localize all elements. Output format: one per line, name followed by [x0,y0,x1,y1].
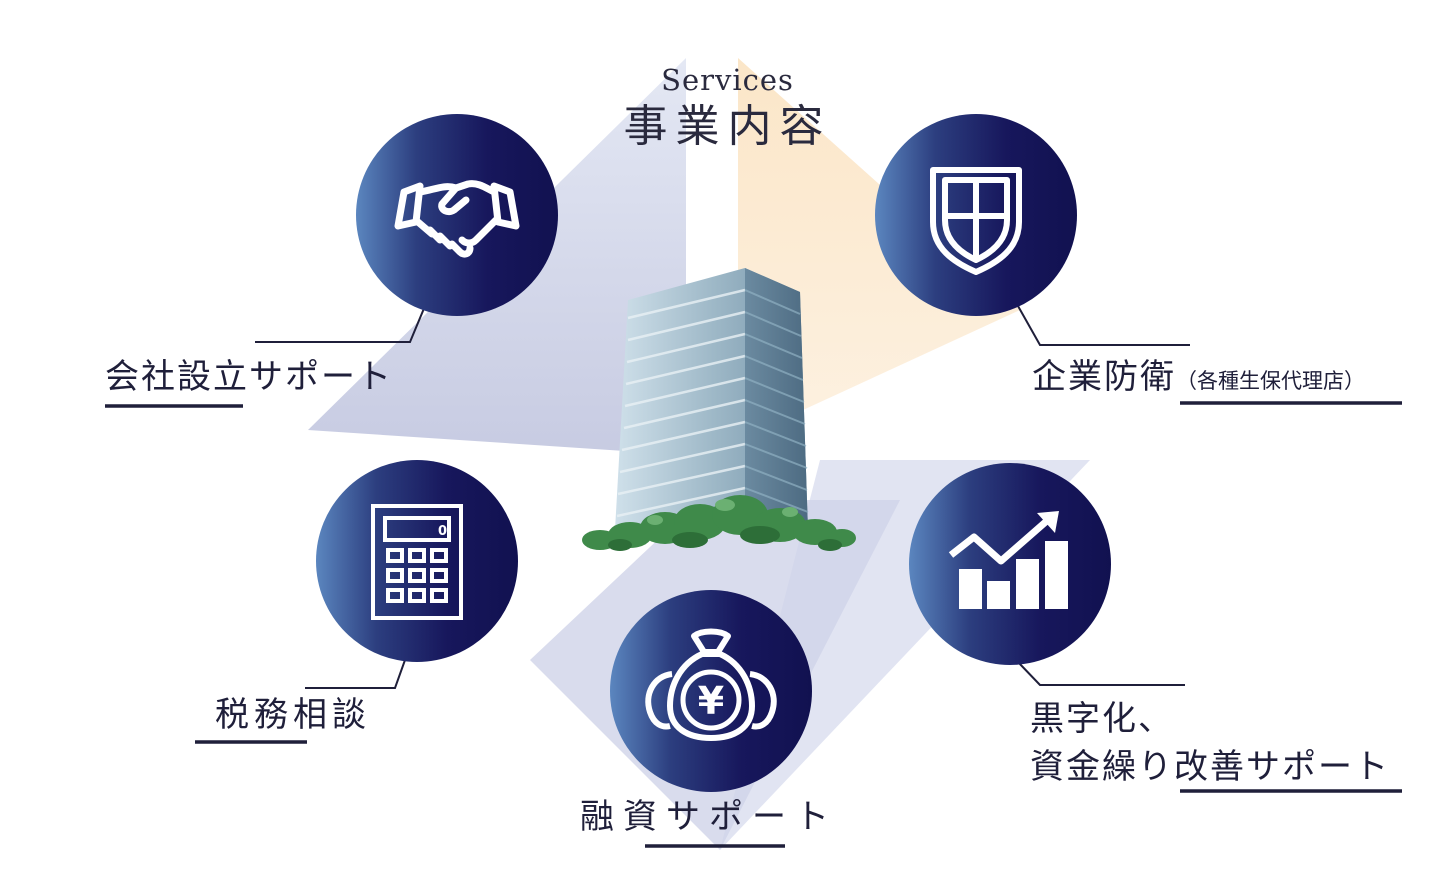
handshake-icon [394,180,520,258]
money-bag-icon: ¥ [645,628,777,741]
section-subtitle: Services [661,63,794,97]
growth-chart-icon [948,511,1068,609]
service-icon-circle: 0 [316,460,518,662]
section-title: 事業内容 [623,101,832,152]
service-label: 会社設立サポート [105,357,393,397]
service-label: 黒字化、 資金繰り改善サポート [1030,699,1390,787]
service-icon-circle [356,114,558,316]
service-label: 税務相談 [215,695,371,735]
calculator-icon: 0 [371,504,463,620]
service-label: 融資サポート [580,797,838,837]
section-header: Services 事業内容 [0,62,1455,156]
service-icon-circle: ¥ [610,590,812,792]
svg-text:0: 0 [438,524,447,539]
yen-symbol: ¥ [698,679,724,723]
service-icon-circle [909,463,1111,665]
shield-icon [930,167,1022,275]
service-label: 企業防衛（各種生保代理店） [1032,357,1365,397]
service-icon-circle [875,114,1077,316]
